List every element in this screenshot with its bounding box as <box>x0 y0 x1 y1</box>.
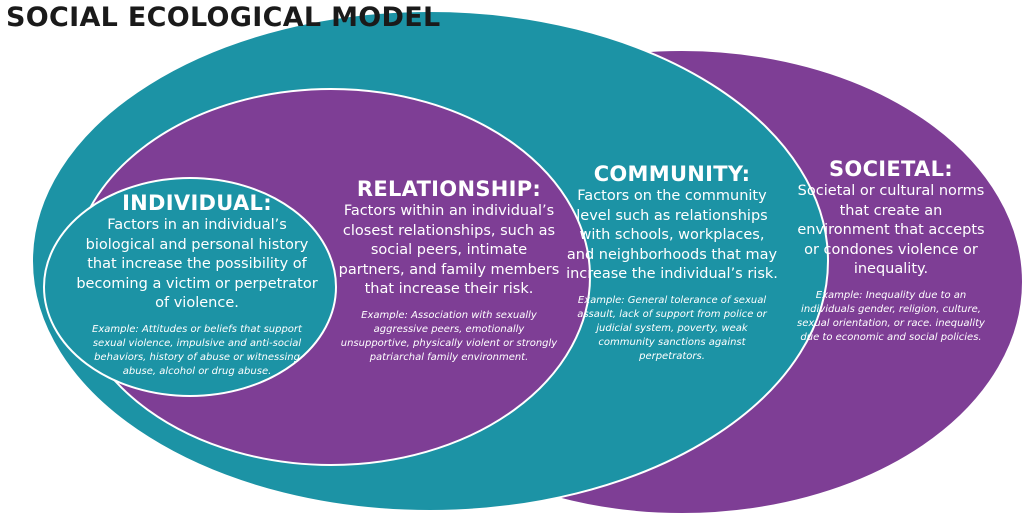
societal-description: Societal or cultural norms that create a… <box>797 183 985 277</box>
individual-example: Example: Attitudes or beliefs that suppo… <box>92 323 302 377</box>
societal-example: Example: Inequality due to an individual… <box>797 289 985 343</box>
community-heading: COMMUNITY: <box>593 162 751 186</box>
societal-block: SOCIETAL: Societal or cultural norms tha… <box>796 157 986 345</box>
community-example: Example: General tolerance of sexual ass… <box>577 294 767 362</box>
individual-heading: INDIVIDUAL: <box>122 191 272 215</box>
relationship-heading: RELATIONSHIP: <box>356 177 542 201</box>
individual-description: Factors in an individual’s biological an… <box>76 217 318 311</box>
relationship-example: Example: Association with sexually aggre… <box>340 309 558 363</box>
individual-block: INDIVIDUAL: Factors in an individual’s b… <box>72 191 322 379</box>
community-block: COMMUNITY: Factors on the community leve… <box>566 162 778 364</box>
societal-heading: SOCIETAL: <box>829 157 953 181</box>
diagram-title: SOCIAL ECOLOGICAL MODEL <box>6 2 441 33</box>
relationship-description: Factors within an individual’s closest r… <box>338 203 560 297</box>
individual-ellipse <box>43 177 337 397</box>
relationship-block: RELATIONSHIP: Factors within an individu… <box>338 177 560 365</box>
community-description: Factors on the community level such as r… <box>566 188 778 282</box>
